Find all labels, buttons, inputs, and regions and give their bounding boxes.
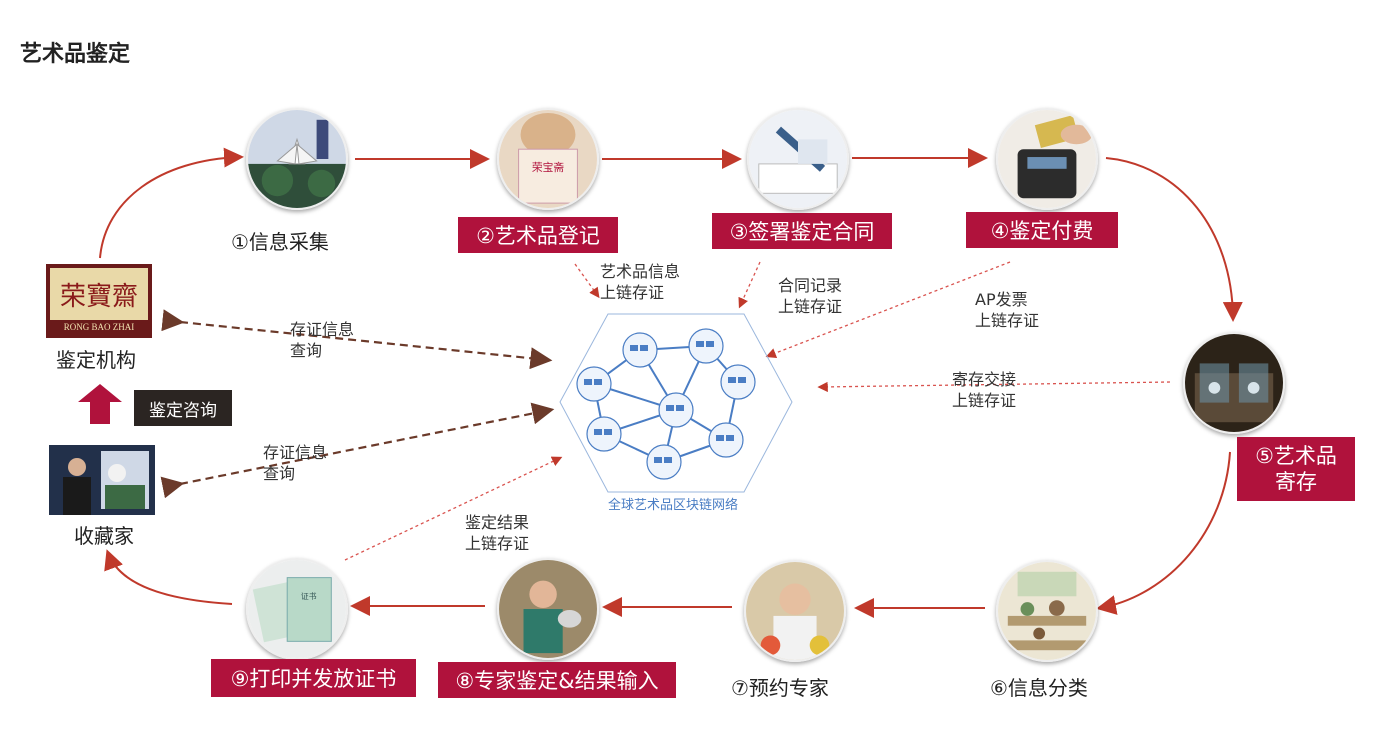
- step6-label: ⑥信息分类: [990, 676, 1088, 700]
- logo-text: RONG BAO ZHAI: [63, 322, 135, 332]
- step9-label: ⑨打印并发放证书: [211, 659, 416, 697]
- note-contract: 合同记录上链存证: [778, 275, 842, 317]
- consult-label: 鉴定咨询: [134, 390, 232, 426]
- logo-chars: 荣寶齋: [50, 268, 148, 320]
- step5-label-line1: ⑤艺术品: [1255, 444, 1337, 468]
- arrow-9-collector: [104, 549, 233, 605]
- step2-register-image: 荣宝斋: [497, 108, 599, 210]
- note-contract-line2: 上链存证: [778, 297, 843, 316]
- step7-expert-image: [744, 560, 846, 662]
- collector-label: 收藏家: [74, 524, 134, 548]
- note-invoice-line2: 上链存证: [975, 311, 1040, 330]
- note-result: 鉴定结果上链存证: [465, 512, 529, 554]
- step1-lotus-image: [246, 108, 348, 210]
- rongbaozhai-logo: 荣寶齋 RONG BAO ZHAI: [46, 264, 152, 338]
- step3-signing-image: [747, 108, 849, 210]
- note-art-info: 艺术品信息上链存证: [600, 261, 680, 303]
- arrow-4-5: [1105, 157, 1243, 322]
- note-result-line2: 上链存证: [465, 534, 530, 553]
- step8-label: ⑧专家鉴定&结果输入: [438, 662, 676, 698]
- step1-label: ①信息采集: [231, 230, 329, 254]
- step5-storage-image: [1183, 332, 1285, 434]
- note-contract-line1: 合同记录: [778, 276, 843, 295]
- note-query-institution: 存证信息查询: [290, 319, 354, 361]
- arrow-institution-1: [99, 147, 244, 259]
- step2-label: ②艺术品登记: [458, 217, 618, 253]
- dotted-deposit: [817, 381, 1171, 393]
- note-result-line1: 鉴定结果: [465, 513, 530, 532]
- note-art-info-line2: 上链存证: [600, 283, 665, 302]
- step4-payment-image: [996, 108, 1098, 210]
- dotted-invoice: [765, 261, 1011, 359]
- note-query-institution-line2: 查询: [290, 341, 323, 360]
- note-deposit: 寄存交接上链存证: [952, 369, 1016, 411]
- step9-certificate-image: 证书: [246, 558, 348, 660]
- note-query-collector-line1: 存证信息: [263, 443, 328, 462]
- step5-label-line2: 寄存: [1275, 470, 1317, 494]
- step5-label: ⑤艺术品 寄存: [1237, 437, 1355, 501]
- step4-label: ④鉴定付费: [966, 212, 1118, 248]
- note-query-collector: 存证信息查询: [263, 442, 327, 484]
- collector-image: [49, 445, 155, 515]
- dashed-query-collector: [160, 402, 555, 499]
- step8-appraisal-image: [497, 558, 599, 660]
- step7-label: ⑦预约专家: [731, 676, 829, 700]
- dotted-art-info: [574, 263, 600, 299]
- institution-label: 鉴定机构: [56, 348, 136, 372]
- svg-text:荣宝斋: 荣宝斋: [532, 161, 565, 174]
- note-deposit-line1: 寄存交接: [952, 370, 1017, 389]
- svg-text:证书: 证书: [301, 591, 317, 601]
- dotted-contract: [738, 261, 761, 309]
- note-deposit-line2: 上链存证: [952, 391, 1017, 410]
- blockchain-network-graphic: [559, 313, 793, 493]
- arrow-5-6: [1096, 451, 1231, 615]
- step6-classify-image: [996, 560, 1098, 662]
- note-query-institution-line1: 存证信息: [290, 320, 355, 339]
- page-title: 艺术品鉴定: [20, 42, 131, 67]
- note-invoice: AP发票上链存证: [975, 289, 1039, 331]
- consult-up-arrow: [78, 384, 122, 424]
- network-label: 全球艺术品区块链网络: [608, 498, 739, 513]
- dashed-query-institution: [161, 309, 553, 370]
- note-query-collector-line2: 查询: [263, 464, 296, 483]
- note-art-info-line1: 艺术品信息: [600, 262, 681, 281]
- step3-label: ③签署鉴定合同: [712, 213, 892, 249]
- note-invoice-line1: AP发票: [975, 290, 1028, 309]
